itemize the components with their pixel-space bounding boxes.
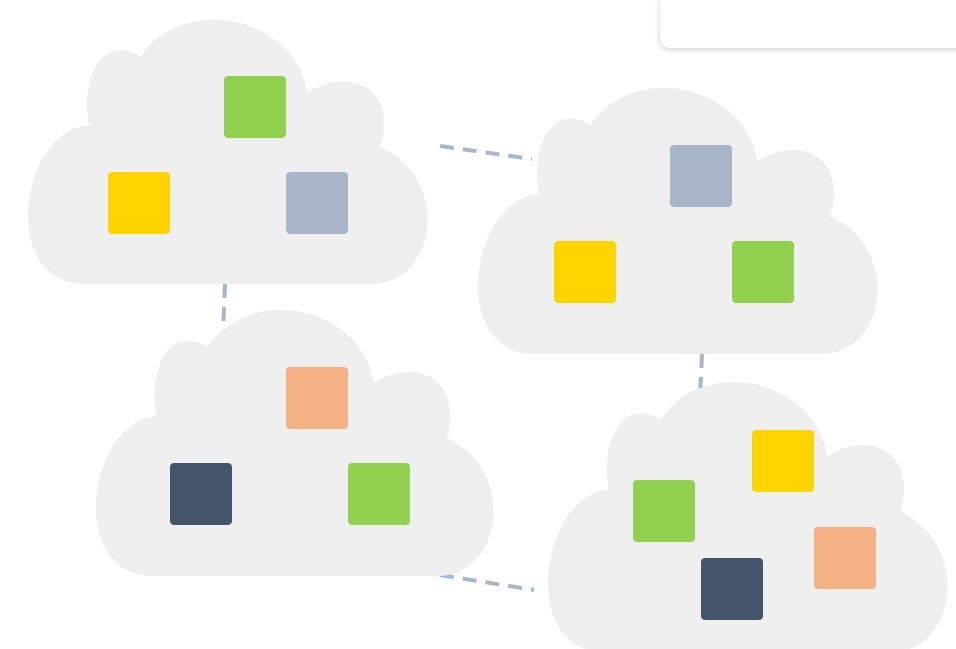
connector-top-left-to-bottom-left (221, 283, 227, 331)
node-navy (701, 558, 763, 620)
connector-bottom-left-to-bottom-right (439, 573, 535, 592)
node-navy (170, 463, 232, 525)
node-peach (814, 527, 876, 589)
node-peach (286, 367, 348, 429)
cloud-bottom-right (548, 382, 948, 649)
node-yellow (554, 241, 616, 303)
node-green (348, 463, 410, 525)
cloud-shape (478, 87, 878, 354)
connector-top-left-to-right (439, 144, 533, 161)
node-gray-blue (286, 172, 348, 234)
cloud-shape (28, 19, 428, 285)
node-gray-blue (670, 145, 732, 207)
node-green (633, 480, 695, 542)
info-panel (660, 0, 956, 48)
node-yellow (752, 430, 814, 492)
cloud-top-left (28, 19, 428, 285)
node-green (732, 241, 794, 303)
clouds (28, 19, 948, 649)
cloud-shape (95, 309, 494, 576)
cloud-right (478, 87, 878, 354)
node-yellow (108, 172, 170, 234)
cloud-bottom-left (95, 309, 494, 576)
node-green (224, 76, 286, 138)
